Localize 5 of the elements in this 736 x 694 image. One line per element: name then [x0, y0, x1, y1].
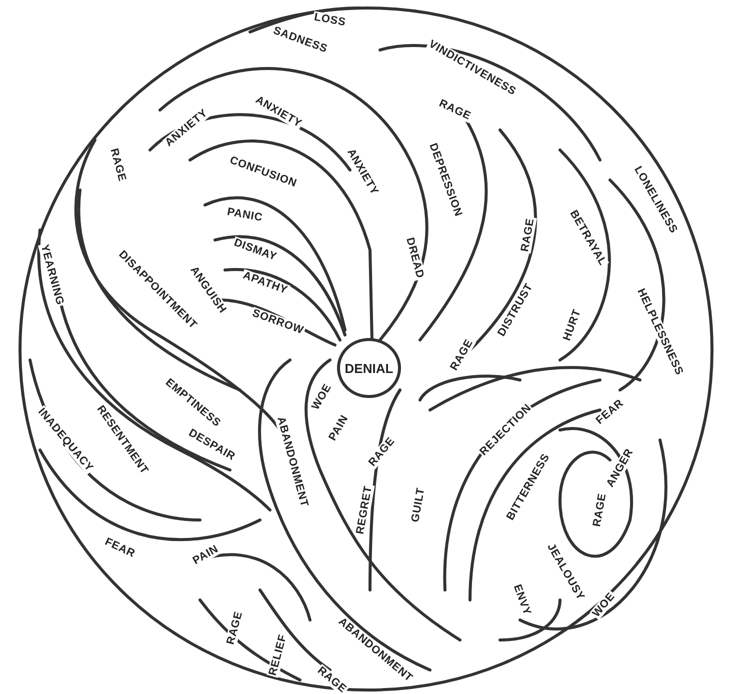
emotion-label: GUILT	[408, 486, 427, 524]
center-circle	[337, 338, 401, 398]
emotion-label: RAGE	[518, 216, 537, 254]
node-label: DENIAL	[344, 360, 394, 376]
emotion-label: RAGE	[590, 491, 609, 529]
